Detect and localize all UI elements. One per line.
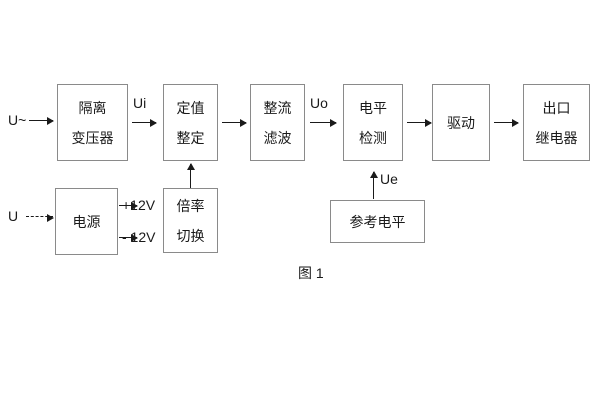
input-power-label: U (8, 208, 19, 224)
signal-plus12v-label: +12V (122, 197, 156, 213)
arrow-rectifier-filter-to-level-detection (310, 118, 337, 127)
arrow-reference-level-to-level-detection (369, 171, 378, 199)
block-power-supply: 电源 (55, 188, 118, 255)
block-reference-level: 参考电平 (330, 200, 425, 243)
block-setting-value: 定值 整定 (163, 84, 218, 161)
block-setting-value-line-1: 定值 (176, 99, 205, 116)
arrow-power-supply-minus12v (119, 233, 138, 242)
figure-caption: 图 1 (298, 265, 324, 281)
block-isolation-transformer-line-2: 变压器 (71, 129, 114, 146)
arrow-level-detection-to-drive (407, 118, 432, 127)
arrow-setting-value-to-rectifier-filter (222, 118, 247, 127)
block-rectifier-filter: 整流 滤波 (250, 84, 305, 161)
block-isolation-transformer: 隔离 变压器 (57, 84, 128, 161)
arrow-power-supply-plus12v (119, 201, 138, 210)
arrow-input-ac-to-isolation-transformer (29, 116, 54, 125)
block-multiplier-switch-line-2: 切换 (176, 227, 205, 244)
block-drive-line-1: 驱动 (447, 114, 475, 131)
signal-minus12v-label: - 12V (122, 229, 156, 245)
block-level-detection: 电平 检测 (343, 84, 403, 161)
block-rectifier-filter-line-2: 滤波 (263, 129, 292, 146)
signal-ue-label: Ue (380, 171, 398, 187)
block-level-detection-line-1: 电平 (359, 99, 387, 116)
signal-ui-label: Ui (133, 95, 147, 111)
arrow-input-power-to-power-supply (26, 213, 54, 222)
block-drive: 驱动 (432, 84, 490, 161)
block-output-relay-line-2: 继电器 (535, 129, 578, 146)
signal-uo-label: Uo (310, 95, 328, 111)
block-setting-value-line-2: 整定 (176, 129, 205, 146)
block-output-relay-line-1: 出口 (542, 99, 571, 116)
block-level-detection-line-2: 检测 (359, 129, 387, 146)
arrow-drive-to-output-relay (494, 118, 519, 127)
block-power-supply-line-1: 电源 (72, 213, 101, 230)
block-reference-level-line-1: 参考电平 (349, 213, 406, 230)
block-isolation-transformer-line-1: 隔离 (78, 99, 107, 116)
block-multiplier-switch-line-1: 倍率 (176, 197, 205, 214)
arrow-multiplier-switch-to-setting-value (186, 163, 195, 188)
block-multiplier-switch: 倍率 切换 (163, 188, 218, 253)
block-rectifier-filter-line-1: 整流 (263, 99, 292, 116)
input-ac-label: U~ (8, 112, 27, 128)
block-output-relay: 出口 继电器 (523, 84, 590, 161)
arrow-isolation-transformer-to-setting-value (132, 118, 157, 127)
